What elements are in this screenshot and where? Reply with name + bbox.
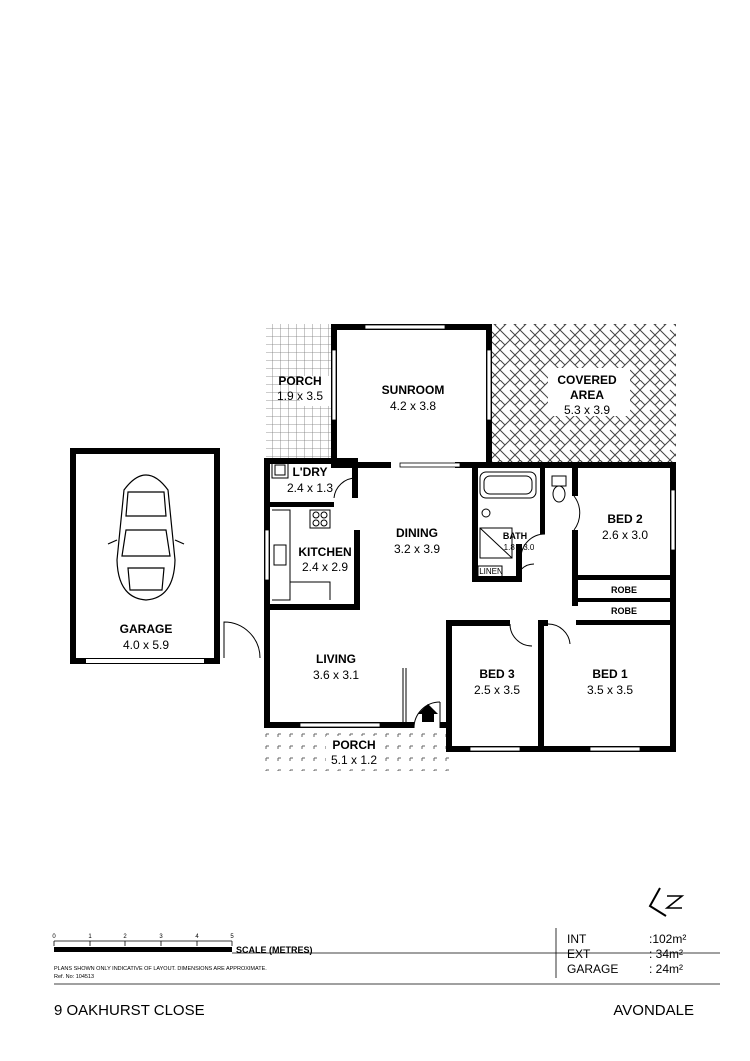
room-labels: PORCH 1.9 x 3.5 SUNROOM 4.2 x 3.8 COVERE… [120,373,649,767]
garage-name: GARAGE [120,622,173,636]
property-address: 9 OAKHURST CLOSE [54,1002,205,1019]
bath-name: BATH [503,531,527,541]
area-value: : 24m² [649,962,684,976]
scale-tick-1: 1 [88,934,92,940]
property-suburb: AVONDALE [613,1002,694,1019]
area-value: : 34m² [649,947,684,961]
bed2-dims: 2.6 x 3.0 [602,528,648,542]
kitchen-fixtures [271,461,331,601]
living-name: LIVING [316,652,356,666]
area-value: :102m² [649,932,687,946]
scale-tick-0: 0 [52,934,56,940]
area-label: EXT [567,947,591,961]
bed1-name: BED 1 [592,667,628,681]
scale-tick-4: 4 [195,934,199,940]
porch-left-name: PORCH [278,374,321,388]
scale-tick-5: 5 [230,934,234,940]
bath-fixtures [477,471,567,579]
bed1-dims: 3.5 x 3.5 [587,683,633,697]
bed2-name: BED 2 [607,512,643,526]
entry-arrow-icon [418,704,438,722]
dining-dims: 3.2 x 3.9 [394,542,440,556]
sunroom-name: SUNROOM [382,383,445,397]
laundry-dims: 2.4 x 1.3 [287,481,333,495]
scale-tick-3: 3 [159,934,163,940]
reference-number: Ref. No: 104513 [54,974,94,980]
sunroom-dims: 4.2 x 3.8 [390,399,436,413]
laundry-name: L'DRY [292,465,327,479]
kitchen-dims: 2.4 x 2.9 [302,560,348,574]
scale-bar: 0 1 2 3 4 5 SCALE (METRES) PLANS SHOWN O… [52,934,720,980]
dining-name: DINING [396,526,438,540]
garage [70,448,261,664]
door-swings [333,477,581,729]
disclaimer: PLANS SHOWN ONLY INDICATIVE OF LAYOUT. D… [54,966,267,972]
bed3-name: BED 3 [479,667,515,681]
robe-upper-name: ROBE [611,585,637,595]
kitchen-name: KITCHEN [298,545,351,559]
robe-lower-name: ROBE [611,606,637,616]
north-arrow-icon [648,887,685,917]
living-screen [402,668,407,722]
porch-front-dims: 5.1 x 1.2 [331,753,377,767]
area-label: INT [567,932,587,946]
area-label: GARAGE [567,962,619,976]
bath-dims: 1.8 x 3.0 [504,543,535,552]
covered-area-dims: 5.3 x 3.9 [564,403,610,417]
scale-tick-2: 2 [123,934,127,940]
porch-left-dims: 1.9 x 3.5 [277,389,323,403]
garage-dims: 4.0 x 5.9 [123,638,169,652]
bed3-dims: 2.5 x 3.5 [474,683,520,697]
covered-area-name-1: COVERED [557,373,617,387]
porch-front-name: PORCH [332,738,375,752]
windows [264,324,676,752]
covered-area-name-2: AREA [570,388,604,402]
linen-name: LINEN [479,567,503,576]
car-icon [107,474,185,601]
scale-label: SCALE (METRES) [236,945,313,955]
living-dims: 3.6 x 3.1 [313,668,359,682]
